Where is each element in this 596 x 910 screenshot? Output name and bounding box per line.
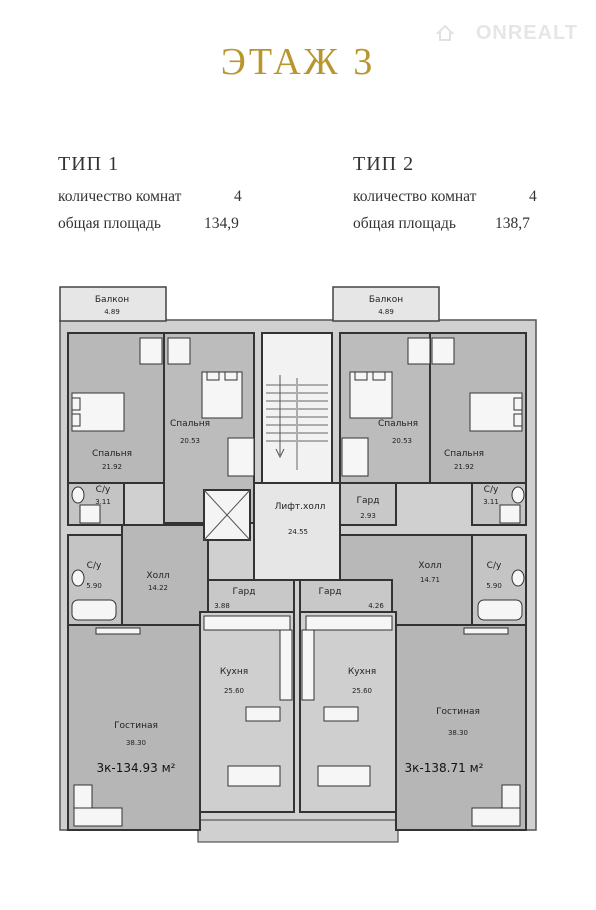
left-bedroom-1-name: Спальня xyxy=(92,449,132,459)
right-bath-2-name: С/у xyxy=(487,561,502,571)
type-2-area-label: общая площадь xyxy=(353,215,457,232)
left-bedroom-1-area: 21.92 xyxy=(102,463,122,471)
right-unit-total: 3к-138.71 м² xyxy=(405,761,484,775)
left-wardrobe-name: Гард xyxy=(233,587,256,597)
left-balcony-area: 4.89 xyxy=(104,308,120,316)
right-balcony-area: 4.89 xyxy=(378,308,394,316)
lift-hall-name: Лифт.холл xyxy=(275,502,326,512)
left-bath-1-area: 3.11 xyxy=(95,498,111,506)
furniture xyxy=(71,337,525,827)
right-wardrobe-1-name: Гард xyxy=(357,496,380,506)
right-balcony xyxy=(332,286,440,322)
left-hall-area: 14.22 xyxy=(148,584,168,592)
left-wardrobe-area: 3.88 xyxy=(214,602,230,610)
right-bath-1-area: 3.11 xyxy=(483,498,499,506)
right-living-name: Гостиная xyxy=(436,707,480,717)
left-bedroom-2-area: 20.53 xyxy=(180,437,200,445)
right-hall-name: Холл xyxy=(418,561,441,571)
left-wardrobe xyxy=(207,579,295,613)
right-bath-2-area: 5.90 xyxy=(486,582,502,590)
right-bath-1-name: С/у xyxy=(484,485,499,495)
left-unit-total: 3к-134.93 м² xyxy=(97,761,176,775)
type-1-rooms: количество комнат 4 xyxy=(58,188,242,206)
left-balcony-name: Балкон xyxy=(95,295,129,305)
right-bedroom-1-name: Спальня xyxy=(378,419,418,429)
right-wardrobe-2-name: Гард xyxy=(319,587,342,597)
left-balcony xyxy=(59,286,167,322)
watermark-logo: ONREALT xyxy=(475,22,578,44)
right-bedroom-2-name: Спальня xyxy=(444,449,484,459)
type-1-rooms-label: количество комнат xyxy=(58,188,182,205)
type-1-rooms-value: 4 xyxy=(234,188,242,205)
right-bedroom-2-area: 21.92 xyxy=(454,463,474,471)
type-2-rooms: количество комнат 4 xyxy=(353,188,537,206)
left-living-name: Гостиная xyxy=(114,721,158,731)
right-wardrobe-2 xyxy=(299,579,393,613)
right-kitchen-area: 25.60 xyxy=(352,687,372,695)
left-hall xyxy=(121,524,209,626)
left-bath-2-name: С/у xyxy=(87,561,102,571)
right-kitchen-name: Кухня xyxy=(348,667,376,677)
right-hall-area: 14.71 xyxy=(420,576,440,584)
type-2-area-value: 138,7 xyxy=(495,215,530,232)
left-bath-2-area: 5.90 xyxy=(86,582,102,590)
lift-hall xyxy=(253,482,341,581)
right-bedroom-1-area: 20.53 xyxy=(392,437,412,445)
type-2-rooms-label: количество комнат xyxy=(353,188,477,205)
right-wardrobe-1-area: 2.93 xyxy=(360,512,376,520)
left-kitchen-area: 25.60 xyxy=(224,687,244,695)
type-2-area: общая площадь 138,7 xyxy=(353,215,530,233)
type-1-area: общая площадь 134,9 xyxy=(58,215,239,233)
left-bedroom-2-name: Спальня xyxy=(170,419,210,429)
left-bath-1-name: С/у xyxy=(96,485,111,495)
type-1-area-value: 134,9 xyxy=(204,215,239,232)
left-living-area: 38.30 xyxy=(126,739,146,747)
left-hall-name: Холл xyxy=(146,571,169,581)
right-balcony-name: Балкон xyxy=(369,295,403,305)
stair-lift-core xyxy=(203,332,341,581)
right-wardrobe-2-area: 4.26 xyxy=(368,602,384,610)
right-living-area: 38.30 xyxy=(448,729,468,737)
lift-hall-area: 24.55 xyxy=(288,528,308,536)
home-icon xyxy=(436,24,454,41)
right-wardrobe-1 xyxy=(339,482,397,526)
type-1-area-label: общая площадь xyxy=(58,215,162,232)
type-1-heading: ТИП 1 xyxy=(58,153,120,175)
type-2-heading: ТИП 2 xyxy=(353,153,415,175)
left-kitchen-name: Кухня xyxy=(220,667,248,677)
floor-title: ЭТАЖ 3 xyxy=(220,41,376,83)
type-2-rooms-value: 4 xyxy=(529,188,537,205)
